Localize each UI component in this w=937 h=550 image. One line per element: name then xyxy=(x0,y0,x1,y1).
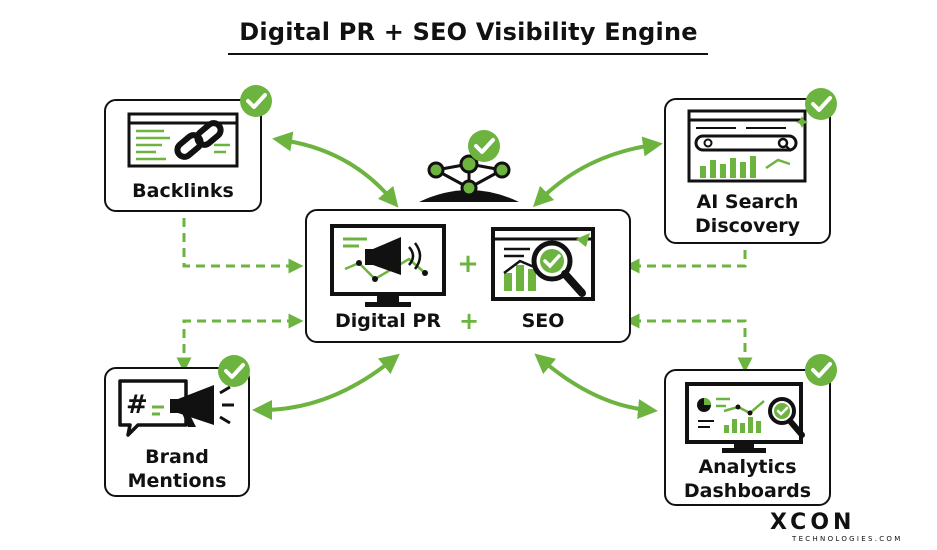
check-badge-icon xyxy=(805,88,837,120)
arrow-brand-center xyxy=(252,353,400,420)
chain-link-browser-icon xyxy=(127,112,239,168)
dash-backlinks-center xyxy=(182,218,304,274)
seo-label: SEO xyxy=(521,310,565,332)
analytics-label-line1: Analytics xyxy=(698,456,797,478)
network-hub-icon xyxy=(419,154,519,202)
check-badge-icon xyxy=(468,130,500,162)
svg-text:#: # xyxy=(126,390,148,420)
brand-mentions-card: # Brand Mentions xyxy=(104,367,250,497)
logo-wordmark: XCON xyxy=(770,510,856,535)
check-badge-icon xyxy=(218,355,250,387)
dash-ai-center xyxy=(624,250,747,274)
ai-search-label-line1: AI Search xyxy=(696,191,799,213)
plus-sign-middle: + xyxy=(458,307,480,335)
backlinks-card: Backlinks xyxy=(104,99,262,212)
arrow-analytics-center xyxy=(534,353,658,420)
seo-monitor-icon xyxy=(491,227,595,301)
ai-search-card: AI Search Discovery xyxy=(664,98,831,244)
ai-search-label-line2: Discovery xyxy=(695,215,800,237)
dash-center-brand xyxy=(176,313,304,373)
analytics-card: Analytics Dashboards xyxy=(664,369,831,506)
title-underline xyxy=(228,53,708,55)
diagram-title: Digital PR + SEO Visibility Engine xyxy=(239,18,698,46)
logo-tagline: TECHNOLOGIES.COM xyxy=(792,535,903,543)
center-card: + Digital PR + SEO xyxy=(305,209,631,343)
brand-mentions-label-line2: Mentions xyxy=(127,470,227,492)
backlinks-label: Backlinks xyxy=(132,180,234,202)
brand-mentions-label-line1: Brand xyxy=(145,446,209,468)
ai-search-browser-icon xyxy=(687,109,808,183)
plus-sign: + xyxy=(457,249,479,279)
arrow-backlinks-center xyxy=(272,131,399,208)
megaphone-monitor-icon xyxy=(330,224,446,307)
digital-pr-label: Digital PR xyxy=(335,310,441,332)
arrow-ai-center xyxy=(532,136,663,208)
analytics-monitor-icon xyxy=(685,382,805,453)
dash-center-analytics xyxy=(624,313,753,373)
xcon-logo: XCON TECHNOLOGIES.COM xyxy=(770,510,920,544)
hashtag-megaphone-icon: # xyxy=(118,379,234,437)
analytics-label-line2: Dashboards xyxy=(683,480,812,502)
check-badge-icon xyxy=(805,354,837,386)
check-badge-icon xyxy=(240,85,272,117)
